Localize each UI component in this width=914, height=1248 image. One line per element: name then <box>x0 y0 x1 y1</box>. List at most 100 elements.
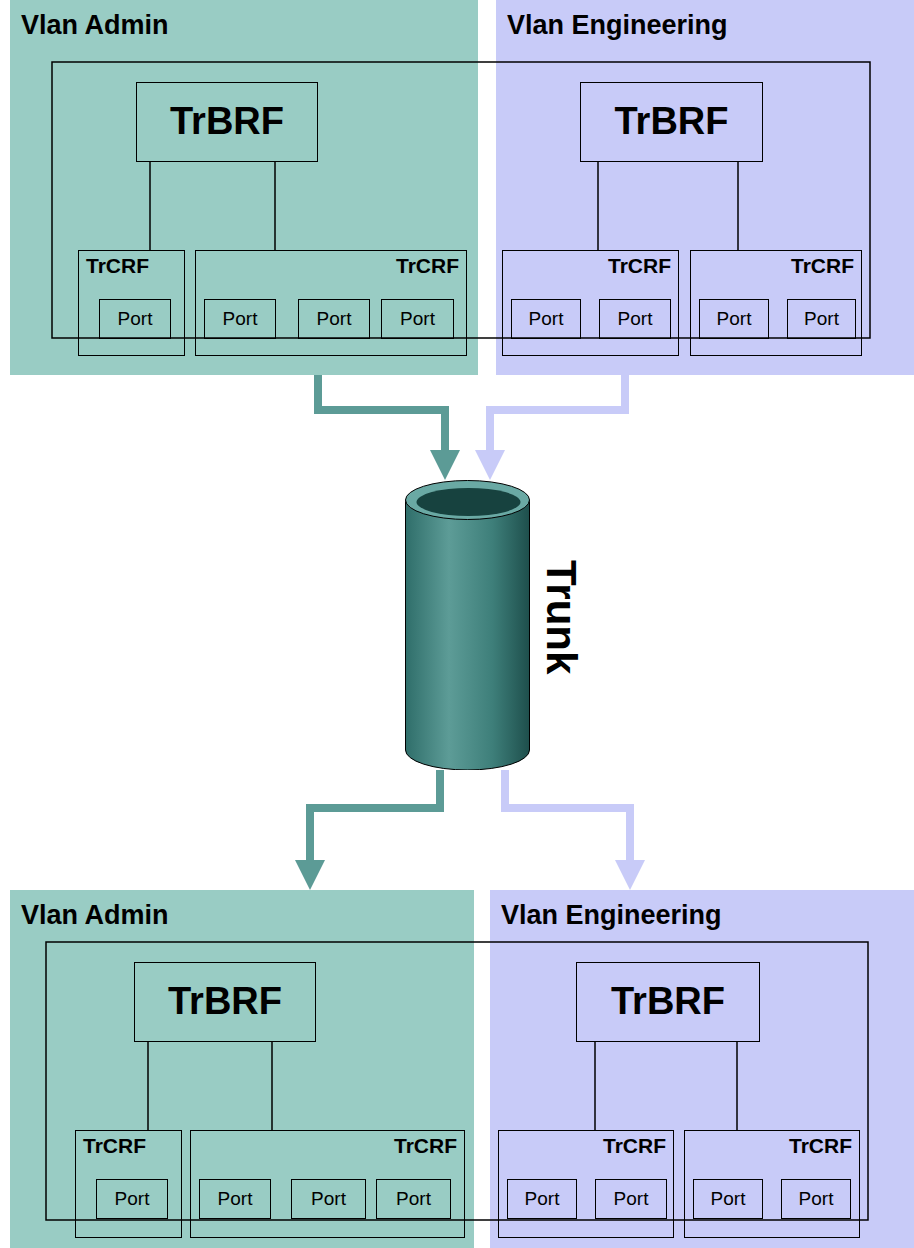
port-label: Port <box>118 309 153 330</box>
trbrf-box: TrBRF <box>134 962 316 1042</box>
trcrf-label: TrCRF <box>608 254 671 277</box>
port-box: Port <box>693 1179 763 1219</box>
port-box: Port <box>781 1179 851 1219</box>
connector-line <box>736 1042 738 1130</box>
connector-line <box>274 162 276 250</box>
arrow-head <box>475 450 505 480</box>
trcrf-label: TrCRF <box>789 1134 852 1157</box>
trcrf-box: TrCRF Port Port <box>498 1130 674 1238</box>
trcrf-label: TrCRF <box>394 1134 457 1157</box>
port-box: Port <box>381 299 454 339</box>
trbrf-box: TrBRF <box>136 82 318 162</box>
trcrf-label: TrCRF <box>396 254 459 277</box>
connector-line <box>149 162 151 250</box>
trcrf-label: TrCRF <box>603 1134 666 1157</box>
port-label: Port <box>799 1189 834 1210</box>
connector-line <box>737 162 739 250</box>
cylinder-shape <box>405 480 530 770</box>
connector-line <box>310 770 440 863</box>
connector-line <box>271 1042 273 1130</box>
port-label: Port <box>717 309 752 330</box>
port-box: Port <box>99 299 171 339</box>
port-label: Port <box>218 1189 253 1210</box>
trcrf-box: TrCRF Port Port Port <box>195 250 467 356</box>
port-box: Port <box>291 1179 366 1219</box>
port-box: Port <box>204 299 276 339</box>
trbrf-box: TrBRF <box>576 962 760 1042</box>
connector <box>150 162 151 250</box>
connector-line <box>505 770 630 863</box>
arrow-head <box>295 860 325 890</box>
connector <box>505 770 645 890</box>
port-label: Port <box>614 1189 649 1210</box>
connector-line <box>594 1042 596 1130</box>
port-label: Port <box>711 1189 746 1210</box>
port-box: Port <box>298 299 370 339</box>
port-label: Port <box>525 1189 560 1210</box>
port-box: Port <box>599 299 671 339</box>
trcrf-label: TrCRF <box>791 254 854 277</box>
port-label: Port <box>804 309 839 330</box>
vlan-panel: Vlan EngineeringTrBRF TrCRF Port Port TrCRF P… <box>490 890 914 1248</box>
port-label: Port <box>317 309 352 330</box>
panel-title: Vlan Admin <box>21 11 169 41</box>
connector <box>738 162 739 250</box>
vlan-panel: Vlan AdminTrBRF TrCRF Port TrCRF Port Port Por… <box>10 890 474 1248</box>
port-label: Port <box>396 1189 431 1210</box>
trcrf-label: TrCRF <box>86 254 149 277</box>
port-label: Port <box>223 309 258 330</box>
trcrf-box: TrCRF Port Port <box>684 1130 860 1238</box>
trunk-cylinder: Trunk <box>405 480 530 770</box>
trbrf-label: TrBRF <box>170 101 284 143</box>
trcrf-label: TrCRF <box>83 1134 146 1157</box>
trcrf-box: TrCRF Port Port <box>690 250 862 356</box>
trcrf-box: TrCRF Port <box>75 1130 182 1238</box>
connector <box>595 1042 596 1130</box>
connector-line <box>147 1042 149 1130</box>
port-label: Port <box>529 309 564 330</box>
panel-title: Vlan Admin <box>21 901 169 931</box>
port-box: Port <box>787 299 856 339</box>
connector <box>737 1042 738 1130</box>
trcrf-box: TrCRF Port Port <box>502 250 679 356</box>
trbrf-label: TrBRF <box>611 981 725 1023</box>
port-box: Port <box>511 299 581 339</box>
panel-title: Vlan Engineering <box>507 11 728 41</box>
port-box: Port <box>595 1179 667 1219</box>
connector-line <box>318 375 445 453</box>
connector <box>275 162 276 250</box>
port-box: Port <box>699 299 769 339</box>
connector <box>318 375 460 480</box>
trbrf-box: TrBRF <box>580 82 763 162</box>
connector-line <box>490 375 625 453</box>
panel-title: Vlan Engineering <box>501 901 722 931</box>
port-label: Port <box>400 309 435 330</box>
trbrf-label: TrBRF <box>615 101 729 143</box>
vlan-panel: Vlan AdminTrBRF TrCRF Port TrCRF Port Port Por… <box>10 0 478 375</box>
connector <box>272 1042 273 1130</box>
connector <box>598 162 599 250</box>
arrow-head <box>430 450 460 480</box>
cylinder-body <box>406 500 530 770</box>
port-box: Port <box>96 1179 168 1219</box>
connector <box>295 770 440 890</box>
arrow-head <box>615 860 645 890</box>
vlan-panel: Vlan EngineeringTrBRF TrCRF Port Port TrCRF P… <box>496 0 914 375</box>
port-label: Port <box>618 309 653 330</box>
trcrf-box: TrCRF Port Port Port <box>190 1130 465 1238</box>
trcrf-box: TrCRF Port <box>78 250 185 356</box>
port-box: Port <box>199 1179 271 1219</box>
connector-line <box>597 162 599 250</box>
trbrf-label: TrBRF <box>168 981 282 1023</box>
port-label: Port <box>311 1189 346 1210</box>
trunk-label: Trunk <box>540 560 582 674</box>
cylinder-top <box>406 481 530 520</box>
connector <box>148 1042 149 1130</box>
port-label: Port <box>115 1189 150 1210</box>
cylinder-opening <box>417 488 521 516</box>
port-box: Port <box>376 1179 451 1219</box>
port-box: Port <box>507 1179 577 1219</box>
connector <box>475 375 625 480</box>
